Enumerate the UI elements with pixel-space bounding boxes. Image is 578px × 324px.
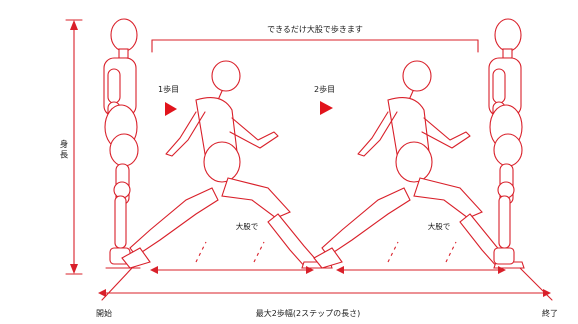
triangle-right-icon <box>320 101 333 115</box>
top-bracket: できるだけ大股で歩きます <box>151 24 479 53</box>
step1-label: 1歩目 <box>158 84 179 94</box>
triangle-right-icon <box>165 102 177 116</box>
step2-label: 2歩目 <box>314 84 335 94</box>
figure-standing-end <box>488 18 523 265</box>
stride-arrows <box>150 241 506 274</box>
top-instruction-label: できるだけ大股で歩きます <box>267 24 363 34</box>
figure-stride-1 <box>121 60 333 269</box>
figure-standing-start <box>103 18 141 269</box>
height-dimension: 身長 <box>58 19 83 275</box>
height-label: 身長 <box>58 139 68 161</box>
end-label: 終了 <box>542 308 558 318</box>
step1-marker: 1歩目 <box>158 84 179 116</box>
total-measure <box>98 267 553 301</box>
stride1-label: 大股で <box>236 221 259 231</box>
step2-marker: 2歩目 <box>314 84 335 115</box>
figure-stride-2 <box>313 60 525 269</box>
measure-label: 最大2歩幅(2ステップの長さ) <box>256 308 360 318</box>
stride2-label: 大股で <box>428 221 451 231</box>
start-label: 開始 <box>96 308 112 318</box>
